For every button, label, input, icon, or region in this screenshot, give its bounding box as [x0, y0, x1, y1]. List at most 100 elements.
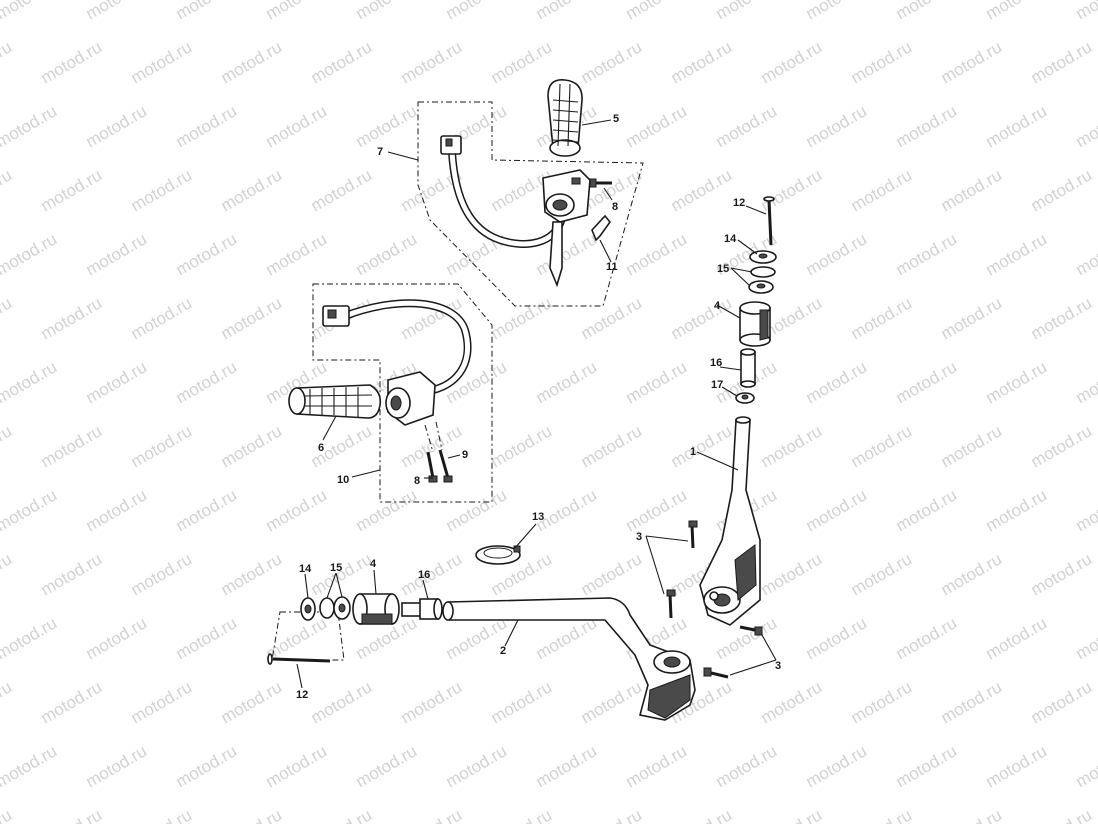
watermark-text: motod.ru [1073, 613, 1098, 663]
watermark-text: motod.ru [128, 677, 196, 727]
watermark-text: motod.ru [173, 101, 241, 151]
left-grip [288, 384, 382, 419]
watermark-text: motod.ru [983, 741, 1051, 791]
watermark-text: motod.ru [308, 677, 376, 727]
callout-13: 13 [532, 511, 544, 523]
callout-6: 6 [318, 442, 324, 454]
watermark-text: motod.ru [398, 677, 466, 727]
watermark-text: motod.ru [218, 805, 286, 824]
watermark-text: motod.ru [0, 421, 15, 471]
watermark-text: motod.ru [668, 805, 736, 824]
watermark-text: motod.ru [38, 293, 106, 343]
watermark-text: motod.ru [623, 741, 691, 791]
watermark-text: motod.ru [893, 741, 961, 791]
watermark-text: motod.ru [38, 421, 106, 471]
watermark-text: motod.ru [0, 0, 60, 23]
watermark-text: motod.ru [1028, 37, 1096, 87]
watermark-text: motod.ru [218, 421, 286, 471]
watermark-text: motod.ru [938, 549, 1006, 599]
watermark-text: motod.ru [848, 677, 916, 727]
watermark-text: motod.ru [128, 165, 196, 215]
callout-2: 2 [500, 645, 506, 657]
watermark-text: motod.ru [578, 37, 646, 87]
left-switch-assembly [288, 283, 493, 503]
watermark-text: motod.ru [758, 165, 826, 215]
watermark-text: motod.ru [218, 677, 286, 727]
watermark-text: motod.ru [398, 549, 466, 599]
watermark-text: motod.ru [668, 293, 736, 343]
watermark-text: motod.ru [983, 0, 1051, 23]
watermark-text: motod.ru [713, 0, 781, 23]
callout-4-right: 4 [714, 300, 721, 312]
watermark-text: motod.ru [893, 229, 961, 279]
watermark-text: motod.ru [218, 37, 286, 87]
watermark-text: motod.ru [0, 101, 60, 151]
watermark-text: motod.ru [1028, 293, 1096, 343]
watermark-text: motod.ru [218, 549, 286, 599]
watermark-text: motod.ru [893, 0, 961, 23]
callout-12-right: 12 [733, 197, 745, 209]
switch-housing-lower [385, 371, 436, 426]
watermark-text: motod.ru [1028, 165, 1096, 215]
watermark-text: motod.ru [893, 357, 961, 407]
watermark-text: motod.ru [578, 421, 646, 471]
watermark-text: motod.ru [173, 613, 241, 663]
left-handlebar [442, 597, 696, 721]
callout-3-upper: 3 [636, 531, 642, 543]
screws-lower [424, 421, 453, 483]
watermark-text: motod.ru [1073, 741, 1098, 791]
callout-4-left: 4 [370, 558, 377, 570]
watermark-text: motod.ru [128, 293, 196, 343]
watermark-text: motod.ru [398, 37, 466, 87]
watermark-text: motod.ru [1028, 549, 1096, 599]
watermark-text: motod.ru [488, 293, 556, 343]
watermark-text: motod.ru [803, 0, 871, 23]
watermark-text: motod.ru [0, 229, 60, 279]
watermark-text: motod.ru [218, 165, 286, 215]
watermark-text: motod.ru [983, 229, 1051, 279]
callout-8-upper: 8 [612, 201, 618, 213]
watermark-text: motod.ru [623, 229, 691, 279]
watermark-text: motod.ru [38, 805, 106, 824]
watermark-text: motod.ru [443, 741, 511, 791]
watermark-text: motod.ru [803, 485, 871, 535]
watermark-text: motod.ru [848, 805, 916, 824]
watermark-text: motod.ru [0, 741, 60, 791]
callout-14-left: 14 [299, 563, 312, 575]
watermark-text: motod.ru [758, 421, 826, 471]
watermark-text: motod.ru [1073, 485, 1098, 535]
watermark-text: motod.ru [0, 485, 60, 535]
watermark-text: motod.ru [263, 485, 331, 535]
watermark-text: motod.ru [623, 0, 691, 23]
watermark-text: motod.ru [893, 613, 961, 663]
watermark-text: motod.ru [713, 741, 781, 791]
watermark-text: motod.ru [0, 613, 60, 663]
watermark-text: motod.ru [353, 101, 421, 151]
watermark-text: motod.ru [128, 549, 196, 599]
watermark-text: motod.ru [803, 613, 871, 663]
watermark-text: motod.ru [668, 165, 736, 215]
callout-10: 10 [337, 474, 349, 486]
callout-15-left: 15 [330, 562, 342, 574]
watermark-text: motod.ru [578, 293, 646, 343]
callout-16-right: 16 [710, 357, 722, 369]
spacer-16-right [740, 348, 756, 388]
watermark-text: motod.ru [758, 677, 826, 727]
callout-9: 9 [462, 449, 468, 461]
watermark-text: motod.ru [263, 229, 331, 279]
clip-11 [591, 214, 612, 242]
bar-end-weight-left [352, 593, 400, 625]
watermark-text: motod.ru [398, 805, 466, 824]
watermark-text: motod.ru [803, 101, 871, 151]
watermark-text: motod.ru [488, 37, 556, 87]
watermark-text: motod.ru [938, 677, 1006, 727]
watermark-text: motod.ru [488, 677, 556, 727]
watermark-text: motod.ru [1073, 229, 1098, 279]
watermark-text: motod.ru [623, 357, 691, 407]
watermark-text: motod.ru [83, 357, 151, 407]
watermark-text: motod.ru [0, 805, 15, 824]
watermark-text: motod.ru [623, 101, 691, 151]
callout-16-left: 16 [418, 569, 430, 581]
watermark-text: motod.ru [803, 229, 871, 279]
